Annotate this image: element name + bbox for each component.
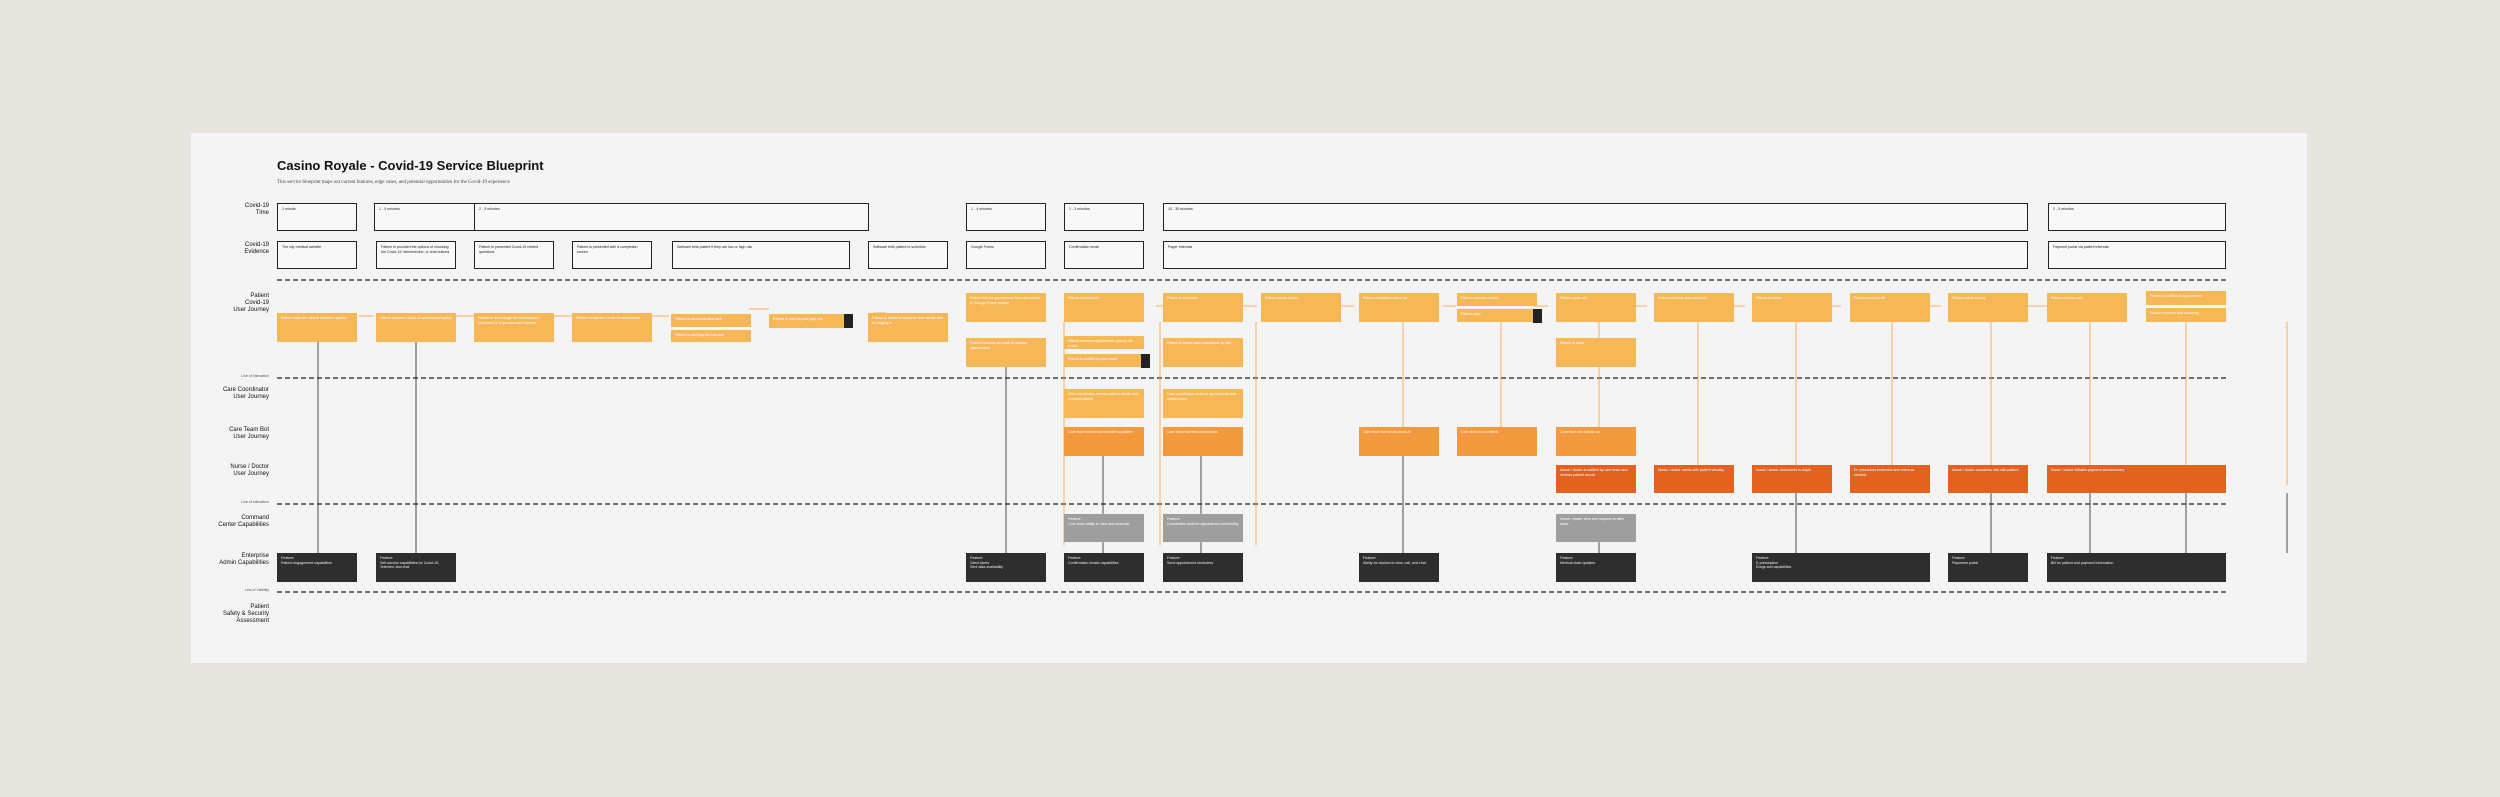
patient-step: Patient is told they are low risk	[671, 330, 751, 342]
enterprise-feature: Feature: Medical chart updates	[1556, 553, 1636, 582]
patient-step: Patient is told they are high risk	[769, 314, 849, 328]
patient-step: Patient selects time	[1064, 293, 1144, 322]
patient-step: Patient receives bill	[1850, 293, 1930, 322]
evidence-box: Payment portal via patient intervals	[2048, 241, 2226, 269]
patient-step: Patient is notified of appointment	[2146, 291, 2226, 305]
lane-safety-label: Patient Safety & Security Assessment	[222, 604, 269, 624]
enterprise-feature: Feature: Client Alerts Sent data availab…	[966, 553, 1046, 582]
time-box: 1 minute	[277, 203, 357, 231]
time-box: 1 - 4 minutes	[966, 203, 1046, 231]
nurse-step: Nurse / doctor documents in-depth	[1752, 465, 1832, 493]
evidence-box: Patient is provided the options of choos…	[376, 241, 456, 269]
patient-step: Patient receives final summary	[2146, 308, 2226, 322]
evidence-box: Google Forms	[966, 241, 1046, 269]
enterprise-feature: Feature: Patient engagement capabilities	[277, 553, 357, 582]
enterprise-feature: Feature: Bill for patient and payment in…	[2047, 553, 2226, 582]
evidence-box: Confirmation email	[1064, 241, 1144, 269]
enterprise-feature: Feature: Send appointment reminders	[1163, 553, 1243, 582]
evidence-box: The city medical website	[277, 241, 357, 269]
evidence-box: Pager Intervals	[1163, 241, 2028, 269]
patient-step: Patient meets doctor	[1261, 293, 1341, 322]
time-box: 2 - 5 minutes	[474, 203, 869, 231]
lane-patient-label: Patient Covid-19 User Journey	[233, 293, 269, 313]
nurse-step: Nurse / doctor is notified by care team …	[1556, 465, 1636, 493]
patient-step: Patient receives appointment options via…	[1064, 336, 1144, 349]
patient-step: Patient is done	[1556, 338, 1636, 367]
patient-step: Patient receives final summary	[1654, 293, 1734, 322]
blueprint-board: Casino Royale - Covid-19 Service Bluepri…	[191, 133, 2307, 663]
line-of-interaction-label: Line of Interaction	[241, 500, 269, 504]
patient-step: Patient is texted care instructions by B…	[1163, 338, 1243, 367]
patient-step: Patient is led through the Assessment / …	[474, 313, 554, 342]
patient-step: Patient pays	[1457, 309, 1537, 322]
enterprise-feature: Feature: Payments portal	[1948, 553, 2028, 582]
command-feature: Feature: Coordinator tools for appointme…	[1163, 514, 1243, 542]
patient-step: Patient reaches out	[2047, 293, 2127, 322]
care-coordinator-step: Care coordinator reviews patient details…	[1064, 389, 1144, 418]
evidence-box: Patient is presented Covid-19 related qu…	[474, 241, 554, 269]
time-box: 1 - 3 minutes	[1064, 203, 1144, 231]
lane-time-label: Covid-19 Time	[244, 203, 269, 216]
lane-enterprise-label: Enterprise Admin Capabilities	[219, 553, 269, 566]
patient-step: Patient completes follow-up	[1359, 293, 1439, 322]
care-bot-step: Care team bot texts instructions	[1163, 427, 1243, 456]
lane-evidence-label: Covid-19 Evidence	[244, 242, 269, 255]
evidence-box: Software tells patient if they are low o…	[672, 241, 850, 269]
lane-care-coordinator-label: Care Coordinator User Journey	[222, 387, 269, 400]
patient-step: Patient is asked to schedule their virtu…	[868, 313, 948, 342]
black-marker	[844, 314, 853, 328]
nurse-step: Dr. prescribes treatment and refers as n…	[1850, 465, 1930, 493]
lane-care-bot-label: Care Team Bot User Journey	[229, 427, 269, 440]
enterprise-feature: Feature: Ability for doctors to view, ca…	[1359, 553, 1439, 582]
care-bot-step: Care team bot sends reminder to patient	[1064, 427, 1144, 456]
page-subtitle: This service blueprint maps out current …	[277, 180, 510, 185]
patient-step: Patient is reminded	[1163, 293, 1243, 322]
enterprise-feature: Feature: Confirmation emails capabilitie…	[1064, 553, 1144, 582]
page-title: Casino Royale - Covid-19 Service Bluepri…	[277, 158, 544, 173]
care-bot-step: Care team bot sends check-in	[1359, 427, 1439, 456]
lane-command-label: Command Center Capabilities	[218, 515, 269, 528]
patient-step: Patient receives an email to choose appo…	[966, 338, 1046, 367]
patient-step: Patient receives results	[1457, 293, 1537, 306]
black-marker	[1533, 309, 1542, 323]
time-box: 2 - 5 minutes	[2048, 203, 2226, 231]
patient-step: Patient chooses Covid-19 assessment opti…	[376, 313, 456, 342]
nurse-step: Nurse / doctor completes visit with pati…	[1948, 465, 2028, 493]
nurse-step: Nurse / doctor initiates payment and sum…	[2047, 465, 2226, 493]
care-coordinator-step: Care coordinator confirms appointment an…	[1163, 389, 1243, 418]
command-feature: Feature: Care team ability to view and s…	[1064, 514, 1144, 542]
patient-step: Patient visits the clinical website's sy…	[277, 313, 357, 342]
enterprise-feature: Feature: E-prescription Drugs and capabi…	[1752, 553, 1930, 582]
evidence-box: Patient is presented with a completion s…	[572, 241, 652, 269]
patient-step: Patient signs out	[1556, 293, 1636, 322]
line-of-interaction-label: Line of Interaction	[241, 374, 269, 378]
evidence-box: Software tells patient to schedule	[868, 241, 948, 269]
enterprise-feature: Feature: Self-service capabilities for C…	[376, 553, 456, 582]
patient-step: Patient is notified by care team	[1064, 354, 1144, 367]
line-of-visibility-label: Line of Visibility	[244, 588, 269, 592]
lane-nurse-label: Nurse / Doctor User Journey	[230, 464, 269, 477]
patient-step: Patient is recommended care	[671, 314, 751, 327]
patient-step: Patient sends survey	[1948, 293, 2028, 322]
patient-step: Patient declines	[1752, 293, 1832, 322]
time-box: 10 - 30 minutes	[1163, 203, 2028, 231]
black-marker	[1141, 354, 1150, 368]
care-bot-step: Care team bot confirms	[1457, 427, 1537, 456]
care-bot-step: Care team bot follows up	[1556, 427, 1636, 456]
patient-step: Patient fills out appointment form and s…	[966, 293, 1046, 322]
nurse-step: Nurse / doctor meets with patient virtua…	[1654, 465, 1734, 493]
command-feature: Nurse / doctor view and respond to alert…	[1556, 514, 1636, 542]
patient-step: Patient completes Covid-19 assessment	[572, 313, 652, 342]
